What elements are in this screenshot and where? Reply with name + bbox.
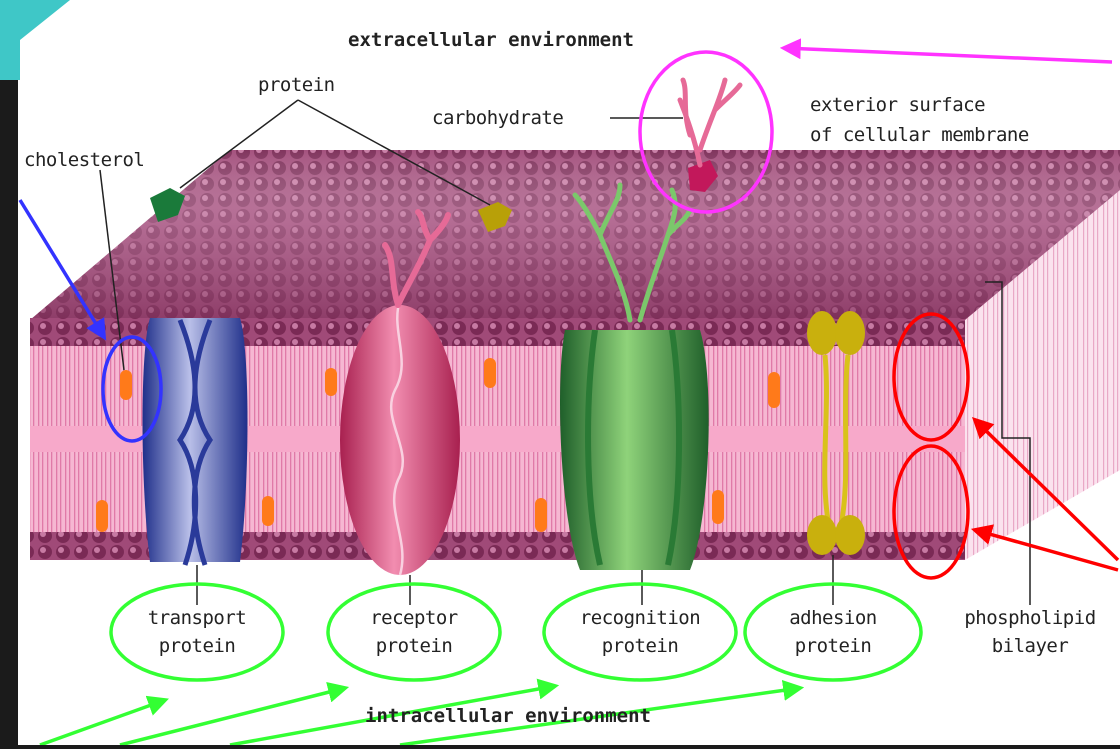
exterior-surface-label-1: exterior surface — [810, 93, 985, 117]
exterior-surface-label-2: of cellular membrane — [810, 123, 1029, 147]
protein-label: protein — [258, 73, 335, 97]
recognition-label-2: protein — [560, 634, 720, 658]
receptor-label-2: protein — [344, 634, 484, 658]
recognition-label-1: recognition — [560, 606, 720, 630]
phospholipid-label-1: phospholipid — [950, 606, 1110, 630]
transport-label-2: protein — [127, 634, 267, 658]
transport-protein-shape — [143, 318, 248, 565]
intracellular-title: intracellular environment — [365, 704, 651, 728]
receptor-label-1: receptor — [344, 606, 484, 630]
adhesion-label-1: adhesion — [763, 606, 903, 630]
carbohydrate-label: carbohydrate — [432, 106, 563, 130]
cholesterol-label: cholesterol — [24, 148, 144, 172]
transport-label-1: transport — [127, 606, 267, 630]
adhesion-label-2: protein — [763, 634, 903, 658]
extracellular-title: extracellular environment — [348, 28, 634, 52]
phospholipid-label-2: bilayer — [950, 634, 1110, 658]
